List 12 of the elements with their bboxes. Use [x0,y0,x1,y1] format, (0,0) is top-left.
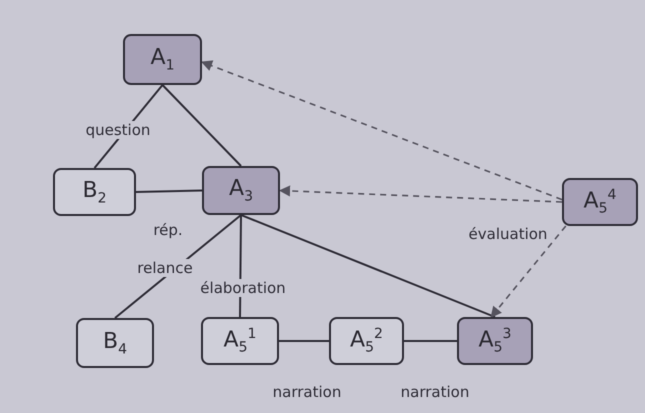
dashed-arrow [200,60,562,200]
node-box: B$_{4}$ [76,318,154,368]
node-box: A$_{3}$ [202,166,280,215]
dashed-arrow [490,226,566,318]
connector-line [136,190,202,193]
node-box: A$_{1}$ [123,34,202,85]
connector-line [404,340,457,342]
connector-line [240,214,496,318]
dashed-arrow [278,185,562,203]
connector-line [162,84,242,167]
connector-line [279,340,329,342]
node-box: B$_{2}$ [53,168,136,216]
